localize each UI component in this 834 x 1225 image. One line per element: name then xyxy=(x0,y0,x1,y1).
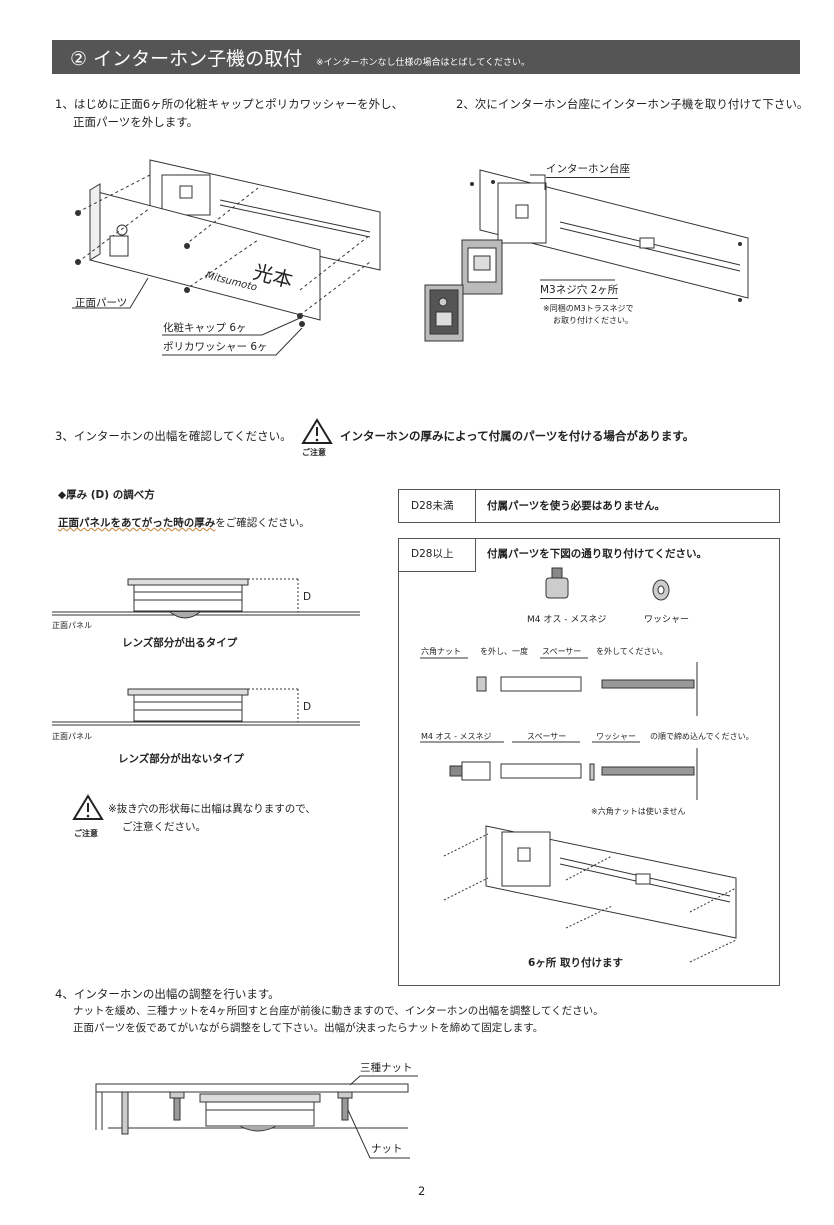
label-base: インターホン台座 xyxy=(546,162,630,178)
six-places: 6ヶ所 取り付けます xyxy=(528,957,623,969)
step4-line3: 正面パーツを仮であてがいながら調整をして下さい。出幅が決まったらナットを締めて固… xyxy=(73,1022,544,1034)
thickness-title: ◆厚み (D) の調べ方 xyxy=(58,489,155,501)
thickness-sub-underlined: 正面パネルをあてがった時の厚み xyxy=(58,517,216,529)
panel-label-1: 正面パネル xyxy=(52,621,92,630)
step2-note2: お取り付けください。 xyxy=(553,316,633,325)
caution-label: ご注意 xyxy=(302,448,326,457)
asm-screw: M4 オス - メスネジ xyxy=(421,732,492,741)
inst-end: を外してください。 xyxy=(596,647,668,656)
step4-line2: ナットを緩め、三種ナットを4ヶ所回すと台座が前後に動きますので、インターホンの出… xyxy=(73,1005,604,1017)
step2-text: 2、次にインターホン台座にインターホン子機を取り付けて下さい。 xyxy=(456,97,809,111)
inst-mid: を外し、一度 xyxy=(480,647,528,656)
asm-end: の順で締め込んでください。 xyxy=(650,732,754,741)
part-washer-label: ワッシャー xyxy=(644,615,690,625)
step1-line2: 正面パーツを外します。 xyxy=(73,115,199,129)
label-front-parts: 正面パーツ xyxy=(75,297,128,309)
d-label-2: D xyxy=(303,701,312,713)
panel-label-2: 正面パネル xyxy=(52,732,92,741)
asm-spacer: スペーサー xyxy=(527,732,567,741)
shape-note-1: ※抜き穴の形状毎に出幅は異なりますので、 xyxy=(108,803,316,815)
plate-kanji: 光本 xyxy=(251,260,296,293)
row2-key: D28以上 xyxy=(411,548,454,560)
asm-washer: ワッシャー xyxy=(596,732,636,741)
thickness-sub: 正面パネルをあてがった時の厚みをご確認ください。 xyxy=(58,516,310,531)
d-label-1: D xyxy=(303,591,312,603)
type-1-label: レンズ部分が出るタイプ xyxy=(122,637,238,649)
inst-nut: 六角ナット xyxy=(421,647,461,656)
row1-key: D28未満 xyxy=(411,500,454,512)
label-nut: ナット xyxy=(371,1143,403,1155)
page-number: 2 xyxy=(418,1184,426,1198)
thickness-sub-rest: をご確認ください。 xyxy=(215,517,310,529)
label-cap: 化粧キャップ 6ヶ xyxy=(163,322,247,334)
step3-text: 3、インターホンの出幅を確認してください。 xyxy=(55,429,292,443)
step2-note1: ※同梱のM3トラスネジで xyxy=(543,304,634,313)
label-washer: ポリカワッシャー 6ヶ xyxy=(163,341,268,353)
row2-val: 付属パーツを下図の通り取り付けてください。 xyxy=(487,548,707,560)
hex-note: ※六角ナットは使いません xyxy=(591,807,686,816)
plate-script: Mitsumoto xyxy=(204,270,258,293)
table-row-d28-over: D28以上 付属パーツを下図の通り取り付けてください。 xyxy=(398,538,780,986)
inst-spacer: スペーサー xyxy=(542,647,582,656)
part-screw-label: M4 オス - メスネジ xyxy=(527,615,607,625)
step4-line1: 4、インターホンの出幅の調整を行います。 xyxy=(55,987,280,1001)
section-title: ② インターホン子機の取付 xyxy=(70,48,303,70)
label-screw: M3ネジ穴 2ヶ所 xyxy=(540,283,619,299)
label-three-nut: 三種ナット xyxy=(360,1062,413,1074)
type-2-label: レンズ部分が出ないタイプ xyxy=(118,753,244,765)
row1-val: 付属パーツを使う必要はありません。 xyxy=(487,500,665,512)
shape-caution-label: ご注意 xyxy=(74,829,98,838)
section-note: ※インターホンなし仕様の場合はとばしてください。 xyxy=(316,58,531,68)
shape-note-2: ご注意ください。 xyxy=(122,821,206,833)
section-header: ② インターホン子機の取付 ※インターホンなし仕様の場合はとばしてください。 xyxy=(52,40,800,74)
caution-text: インターホンの厚みによって付属のパーツを付ける場合があります。 xyxy=(340,429,695,443)
step1-line1: 1、はじめに正面6ヶ所の化粧キャップとポリカワッシャーを外し、 xyxy=(55,97,404,111)
table-row-d28-under: D28未満 付属パーツを使う必要はありません。 xyxy=(398,489,780,523)
